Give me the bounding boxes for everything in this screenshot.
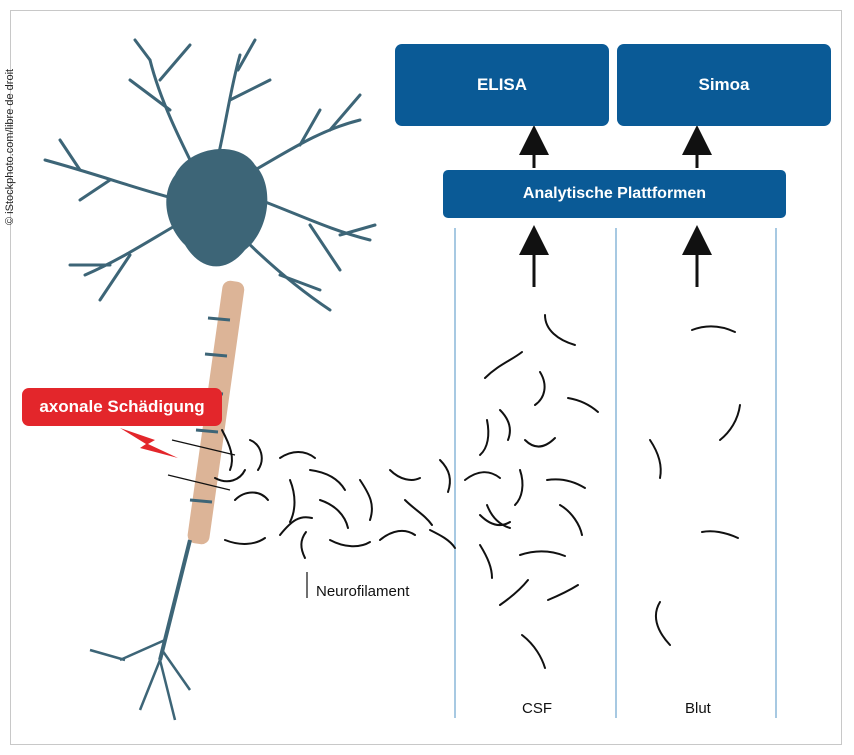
analytical-platforms-label: Analytische Plattformen: [522, 185, 707, 202]
axonal-damage-text: axonale Schädigung: [39, 397, 205, 416]
neuron-soma: [166, 148, 268, 267]
csf-fragments: [479, 314, 599, 669]
elisa-box: ELISA: [395, 44, 609, 126]
arrows: [519, 125, 712, 287]
blood-label: Blut: [685, 700, 711, 717]
lightning-icon: [120, 428, 178, 458]
neurofilament-fragments: [214, 429, 511, 559]
analytical-platforms-box: Analytische Plattformen: [443, 170, 786, 218]
simoa-label: Simoa: [698, 75, 750, 94]
csf-label: CSF: [522, 700, 552, 717]
blood-fragments: [649, 325, 741, 646]
neuron-axon: [89, 280, 245, 721]
neurofilament-label: Neurofilament: [316, 583, 410, 600]
axonal-damage-label: axonale Schädigung: [22, 388, 222, 426]
damage-marks: [167, 439, 236, 491]
copyright-notice: © iStockphoto.com/libre de droit: [4, 68, 16, 225]
elisa-label: ELISA: [476, 75, 528, 94]
column-lines: [454, 228, 777, 718]
figure-frame: [10, 10, 842, 745]
simoa-box: Simoa: [617, 44, 831, 126]
